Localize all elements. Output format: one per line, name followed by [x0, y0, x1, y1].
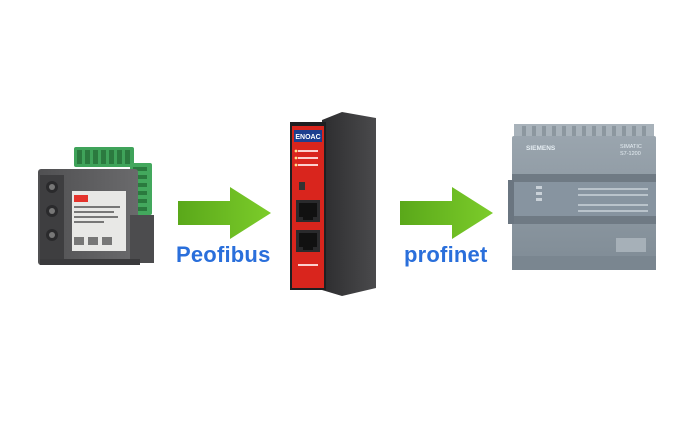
svg-text:SIMATIC: SIMATIC: [620, 144, 642, 150]
abb-energy-meter-icon: [38, 147, 154, 265]
link-label-profinet: profinet: [404, 242, 488, 267]
svg-text:SIEMENS: SIEMENS: [526, 145, 556, 152]
protocol-gateway-icon: ENOAC: [290, 112, 376, 296]
siemens-plc-icon: SIEMENS SIMATIC S7-1200: [508, 124, 656, 270]
arrow-right-icon: [178, 187, 271, 239]
svg-text:ENOAC: ENOAC: [295, 134, 320, 141]
svg-text:S7-1200: S7-1200: [620, 151, 641, 157]
arrow-right-icon: [400, 187, 493, 239]
link-label-profibus: Peofibus: [176, 242, 271, 267]
